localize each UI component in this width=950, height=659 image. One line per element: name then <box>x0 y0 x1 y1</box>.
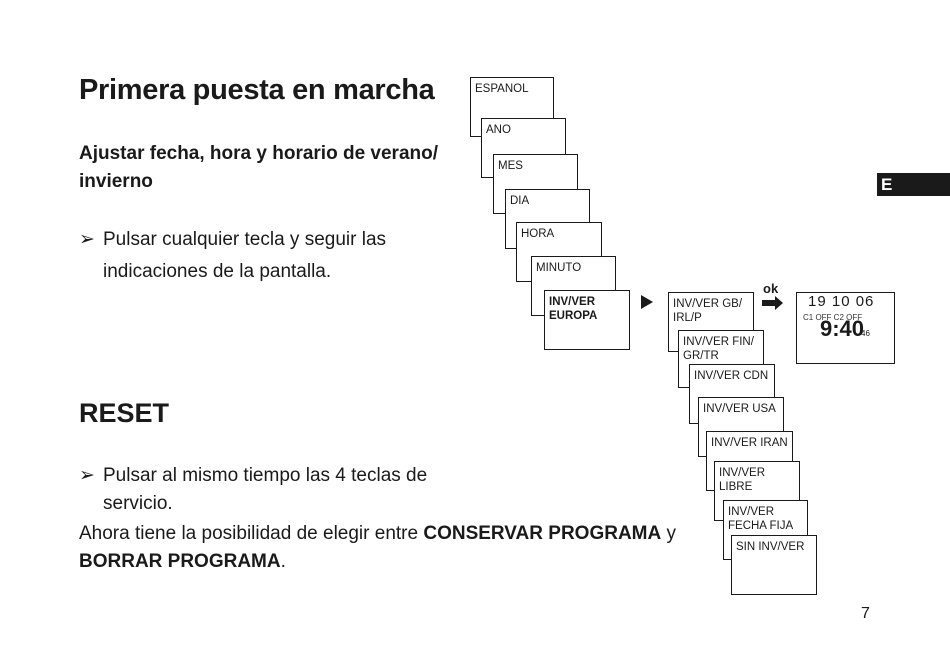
dst-option-line-1: INV/VER FIN/ <box>683 336 754 348</box>
display-seconds: 46 <box>861 329 870 338</box>
dst-option-line-1: INV/VER USA <box>703 403 776 415</box>
dst-option-line-2: LIBRE <box>719 481 753 493</box>
dst-option-line-2: IRL/P <box>673 312 702 324</box>
reset-bullet: ➢Pulsar al mismo tiempo las 4 teclas de … <box>79 462 427 518</box>
arrow-bullet-icon: ➢ <box>79 465 95 486</box>
lcd-display: 19 10 06 C1 OFF C2 OFF 9:40 46 <box>796 292 895 364</box>
paragraph-text: Ahora tiene la posibilidad de elegir ent… <box>79 523 424 544</box>
dst-option-line-2: GR/TR <box>683 350 719 362</box>
page-number: 7 <box>861 605 870 622</box>
dst-option-line-1: INV/VER <box>719 467 766 479</box>
reset-heading: RESET <box>79 398 170 428</box>
reset-line-1: Pulsar al mismo tiempo las 4 teclas de <box>103 465 428 486</box>
dst-option-line-1: INV/VER <box>728 506 775 518</box>
dst-option-line-1: INV/VER GB/ <box>673 298 743 310</box>
current-step-box: INV/VER EUROPA <box>544 290 630 350</box>
dst-option-line-1: INV/VER CDN <box>694 370 769 382</box>
right-arrow-icon <box>762 296 783 310</box>
dst-option-line-1: SIN INV/VER <box>736 541 805 553</box>
delete-program-label: BORRAR PROGRAMA <box>79 551 281 572</box>
reset-line-2: servicio. <box>103 493 173 514</box>
display-time: 9:40 <box>820 316 865 341</box>
section-subtitle: Ajustar fecha, hora y horario de verano/… <box>79 143 438 192</box>
ok-label: ok <box>763 281 779 296</box>
current-step-line-2: EUROPA <box>549 310 598 322</box>
current-step-line-1: INV/VER <box>549 296 596 308</box>
instruction-bullet: ➢ Pulsar cualquier tecla y seguir las ind… <box>79 224 386 288</box>
display-channel-status: C1 OFF C2 OFF <box>803 313 863 322</box>
instruction-line-1: Pulsar cualquier tecla y seguir las <box>103 229 387 250</box>
reset-paragraph: Ahora tiene la posibilidad de elegir ent… <box>79 520 679 576</box>
paragraph-text: y <box>661 523 676 544</box>
arrow-bullet-icon: ➢ <box>79 229 95 250</box>
language-tab: E <box>877 173 950 196</box>
instruction-line-2: indicaciones de la pantalla. <box>103 261 332 282</box>
keep-program-label: CONSERVAR PROGRAMA <box>423 523 662 544</box>
page-title: Primera puesta en marcha <box>79 74 435 106</box>
paragraph-text: . <box>280 551 286 572</box>
display-date: 19 10 06 <box>808 293 875 310</box>
dst-option-box: SIN INV/VER <box>731 535 817 595</box>
dst-option-line-2: FECHA FIJA <box>728 520 794 532</box>
dst-option-line-1: INV/VER IRAN <box>711 437 788 449</box>
play-arrow-icon <box>641 295 653 309</box>
